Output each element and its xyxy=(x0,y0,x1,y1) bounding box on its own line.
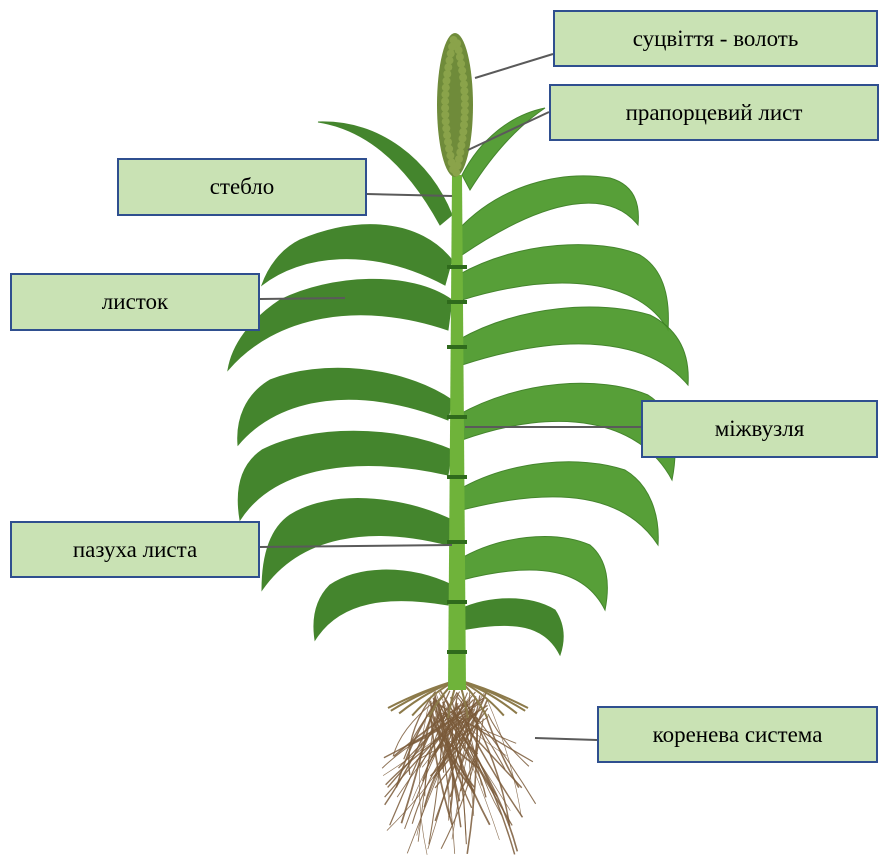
panicle-grain xyxy=(459,128,467,136)
leaf-7-right xyxy=(458,537,607,610)
label-stem-text: стебло xyxy=(210,174,275,200)
label-inflorescence-text: суцвіття - волоть xyxy=(633,26,799,52)
panicle-grain xyxy=(443,131,451,139)
leader-leaf xyxy=(260,298,345,299)
panicle-grain xyxy=(455,155,463,163)
leaf-4-right xyxy=(458,307,688,385)
label-leaf-axil-text: пазуха листа xyxy=(73,537,197,563)
panicle-grain xyxy=(442,124,450,132)
leaf-2-right xyxy=(458,176,638,255)
panicle-grain xyxy=(445,145,453,153)
panicle-grain xyxy=(444,138,452,146)
panicle-grain xyxy=(457,60,465,68)
panicle-grain xyxy=(455,46,463,54)
panicle-grain xyxy=(441,90,449,98)
leaf-8-right xyxy=(458,599,563,655)
panicle-grain xyxy=(460,80,468,88)
leaf-3-left xyxy=(228,279,452,370)
label-leaf-axil: пазуха листа xyxy=(10,521,260,578)
label-flag-leaf-text: прапорцевий лист xyxy=(626,100,803,126)
panicle-grain xyxy=(456,148,464,156)
panicle-grain xyxy=(443,70,451,78)
leaf-2-left xyxy=(262,225,452,285)
stem-node xyxy=(447,345,467,349)
panicle-grain xyxy=(441,111,449,119)
panicle-grain xyxy=(447,50,455,58)
label-leaf-text: листок xyxy=(102,289,168,315)
panicle-grain xyxy=(459,73,467,81)
label-internode: міжвузля xyxy=(641,400,878,458)
panicle-grain xyxy=(461,101,469,109)
panicle-grain xyxy=(456,53,464,61)
leader-flag-leaf xyxy=(468,112,549,150)
panicle-grain xyxy=(458,67,466,75)
root-strand xyxy=(484,711,518,788)
panicle-grain xyxy=(441,104,449,112)
panicle-grain xyxy=(452,169,460,177)
panicle-grain xyxy=(461,114,469,122)
panicle-grain xyxy=(443,77,451,85)
stem-node xyxy=(447,415,467,419)
panicle-grain xyxy=(461,107,469,115)
label-root-system-text: коренева система xyxy=(653,722,823,748)
label-root-system: коренева система xyxy=(597,706,878,763)
panicle-grain xyxy=(442,84,450,92)
panicle-grain xyxy=(460,121,468,129)
leader-root-system xyxy=(535,738,597,740)
stem-node xyxy=(447,475,467,479)
stem-node xyxy=(447,650,467,654)
stem-node xyxy=(447,600,467,604)
stem-node xyxy=(447,265,467,269)
stem-node xyxy=(447,300,467,304)
panicle-grain xyxy=(444,63,452,71)
label-internode-text: міжвузля xyxy=(715,416,805,442)
panicle-grain xyxy=(446,56,454,64)
leader-inflorescence xyxy=(475,54,553,78)
label-flag-leaf: прапорцевий лист xyxy=(549,84,879,141)
label-stem: стебло xyxy=(117,158,367,216)
leaf-6-right xyxy=(458,462,658,545)
panicle-grain xyxy=(442,118,450,126)
label-inflorescence: суцвіття - волоть xyxy=(553,10,878,67)
panicle-grain xyxy=(460,87,468,95)
panicle-grain xyxy=(446,152,454,160)
panicle-grain xyxy=(459,135,467,143)
stem-node xyxy=(447,540,467,544)
panicle-grain xyxy=(461,94,469,102)
root-system-illustration xyxy=(382,680,535,855)
panicle-grain xyxy=(457,141,465,149)
panicle-illustration xyxy=(437,33,473,177)
leaf-7-left xyxy=(314,570,452,640)
label-leaf: листок xyxy=(10,273,260,331)
